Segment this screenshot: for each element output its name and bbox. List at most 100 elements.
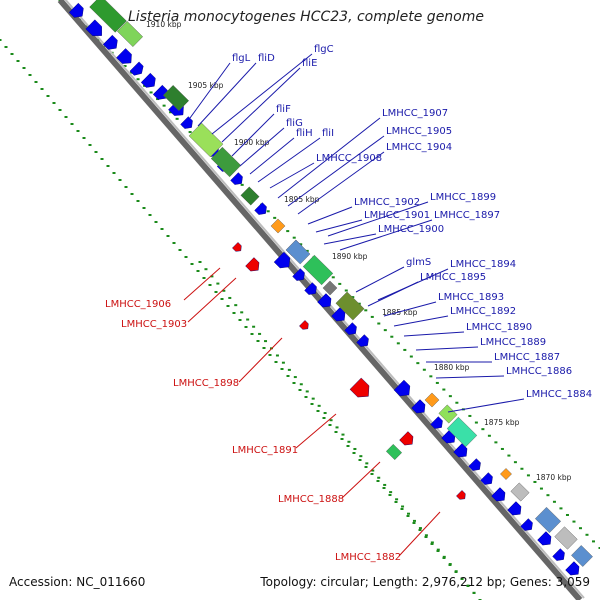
gene-label-plus: fliH	[249, 128, 313, 175]
guide-dot	[424, 534, 428, 537]
gene-arrow-shape	[430, 416, 443, 429]
guide-dot	[286, 375, 290, 377]
guide-dot	[364, 309, 368, 312]
gene-label-plus: LMHCC_1904	[297, 142, 452, 215]
gene-arrow-shape	[254, 202, 267, 215]
guide-dot	[364, 466, 368, 468]
guide-dot	[196, 270, 200, 272]
gene-arrow-shape	[304, 282, 317, 295]
gene-label-text: fliI	[322, 128, 334, 139]
homology-block	[322, 280, 338, 296]
leader-line	[238, 337, 283, 383]
guide-dot	[266, 210, 270, 213]
guide-dot	[390, 335, 394, 338]
plus-strand-gene	[453, 443, 468, 458]
plus-strand-gene	[180, 116, 193, 129]
homology-block	[240, 186, 260, 206]
gene-label-minus: LMHCC_1898	[173, 337, 283, 389]
guide-dot	[188, 131, 192, 134]
homology-block	[335, 291, 365, 321]
guide-dot	[403, 348, 407, 351]
guide-dot	[412, 519, 416, 522]
gene-label-minus: LMHCC_1903	[121, 277, 237, 330]
gene-arrow-shape	[393, 379, 411, 397]
leader-line	[447, 398, 525, 413]
guide-dot	[184, 256, 188, 258]
guide-dot	[418, 529, 422, 531]
guide-dot	[370, 473, 374, 475]
guide-dot	[400, 508, 404, 510]
homology-block	[302, 254, 334, 286]
gene-label-text: fliF	[276, 104, 291, 115]
guide-dot	[305, 249, 309, 252]
plus-strand-gene	[480, 472, 493, 485]
leader-line	[183, 267, 221, 301]
guide-dot	[442, 557, 446, 559]
leader-line	[211, 53, 313, 135]
guide-dot	[70, 123, 74, 125]
guide-dot	[383, 329, 387, 332]
guide-dot	[299, 383, 303, 386]
gene-arrow-shape	[356, 334, 369, 347]
gene-label-plus: LMHCC_1892	[393, 306, 516, 327]
gene-label-text: LMHCC_1901	[364, 210, 430, 221]
guide-dot	[382, 487, 386, 489]
gene-arrow-shape	[85, 19, 102, 36]
guide-dot	[287, 368, 291, 371]
guide-dot	[82, 137, 86, 139]
guide-dot	[429, 375, 433, 378]
gene-label-text: LMHCC_1892	[450, 306, 516, 317]
tick-label: 1880 kbp	[434, 363, 470, 372]
gene-arrow-shape	[399, 431, 414, 446]
tick-label: 1900 kbp	[234, 138, 270, 147]
gene-arrow-shape	[344, 322, 357, 335]
gene-label-text: LMHCC_1906	[105, 299, 171, 310]
homology-block	[446, 416, 478, 448]
guide-dot	[436, 550, 440, 552]
guide-dot	[424, 536, 428, 538]
gene-label-text: LMHCC_1893	[438, 292, 504, 303]
gene-label-text: LMHCC_1882	[335, 552, 401, 563]
guide-dot	[280, 368, 284, 370]
block-shape	[270, 218, 286, 234]
gene-label-plus: LMHCC_1902	[307, 197, 420, 225]
minus-strand-gene	[399, 431, 414, 446]
gene-label-plus: LMHCC_1900	[323, 224, 444, 245]
homology-block	[270, 218, 286, 234]
guide-dot	[310, 403, 314, 405]
guide-dot	[507, 454, 511, 457]
gene-label-plus: fliD	[197, 53, 275, 127]
guide-dot	[112, 172, 116, 174]
homology-block	[554, 526, 578, 550]
guide-dot	[252, 325, 256, 328]
guide-dot	[202, 277, 206, 279]
gene-label-plus: glmS	[355, 257, 431, 293]
guide-dot	[262, 347, 266, 349]
gene-label-text: LMHCC_1888	[278, 494, 344, 505]
leader-line	[403, 331, 465, 337]
gene-label-plus: LMHCC_1895	[367, 272, 486, 307]
homology-block	[385, 443, 403, 461]
plus-strand-gene	[344, 322, 357, 335]
gene-label-text: LMHCC_1908	[316, 153, 382, 164]
guide-dot	[370, 315, 374, 318]
block-shape	[571, 545, 593, 567]
homology-block	[500, 468, 512, 480]
leader-line	[249, 137, 295, 175]
guide-dot	[244, 326, 248, 328]
plus-strand-gene	[356, 334, 369, 347]
leader-line	[339, 219, 433, 251]
guide-dot	[274, 361, 278, 363]
block-shape	[210, 146, 242, 178]
leader-line	[277, 117, 381, 199]
guide-dot	[299, 243, 303, 246]
block-shape	[534, 506, 562, 534]
guide-dot	[273, 216, 277, 219]
leader-line	[398, 511, 441, 557]
guide-line-outer-left	[0, 39, 482, 600]
block-shape	[89, 0, 127, 33]
gene-arrow-shape	[480, 472, 493, 485]
guide-dot	[298, 389, 302, 391]
